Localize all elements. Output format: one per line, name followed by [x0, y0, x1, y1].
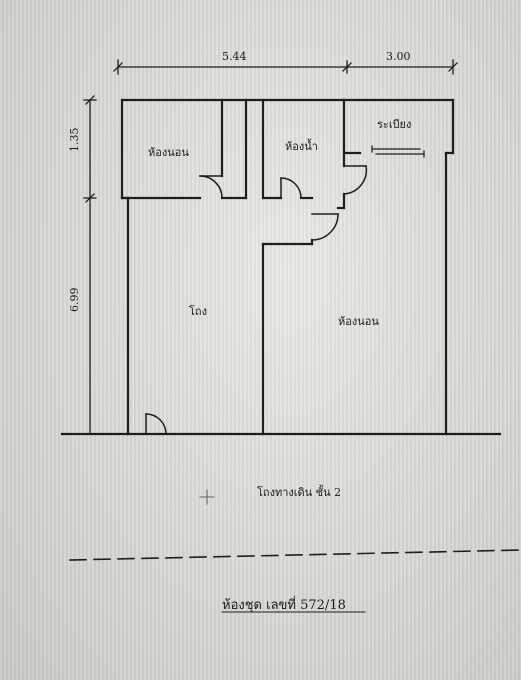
- unit-title: ห้องชุด เลขที่ 572/18: [222, 596, 346, 613]
- crosshair-mark: [199, 489, 215, 505]
- left-dimension-line: [83, 95, 97, 435]
- room-label-balcony: ระเบียง: [377, 118, 411, 131]
- doors: [145, 165, 368, 435]
- dim-height-bottom: 6.99: [68, 288, 81, 313]
- balcony-sliding-door: [371, 145, 425, 158]
- room-label-bathroom: ห้องน้ำ: [285, 138, 318, 153]
- room-label-bedroom-large: ห้องนอน: [338, 315, 379, 328]
- top-dimension-line: [113, 59, 458, 75]
- corridor-label: โถงทางเดิน ชั้น 2: [257, 484, 341, 499]
- walls: [60, 98, 502, 436]
- room-label-hall: โถง: [189, 304, 207, 318]
- dim-height-top: 1.35: [68, 128, 81, 153]
- corridor-dashed-line: [69, 549, 521, 561]
- dim-width-left: 5.44: [222, 50, 247, 63]
- dim-width-right: 3.00: [386, 50, 411, 63]
- room-label-bedroom-small: ห้องนอน: [148, 146, 189, 159]
